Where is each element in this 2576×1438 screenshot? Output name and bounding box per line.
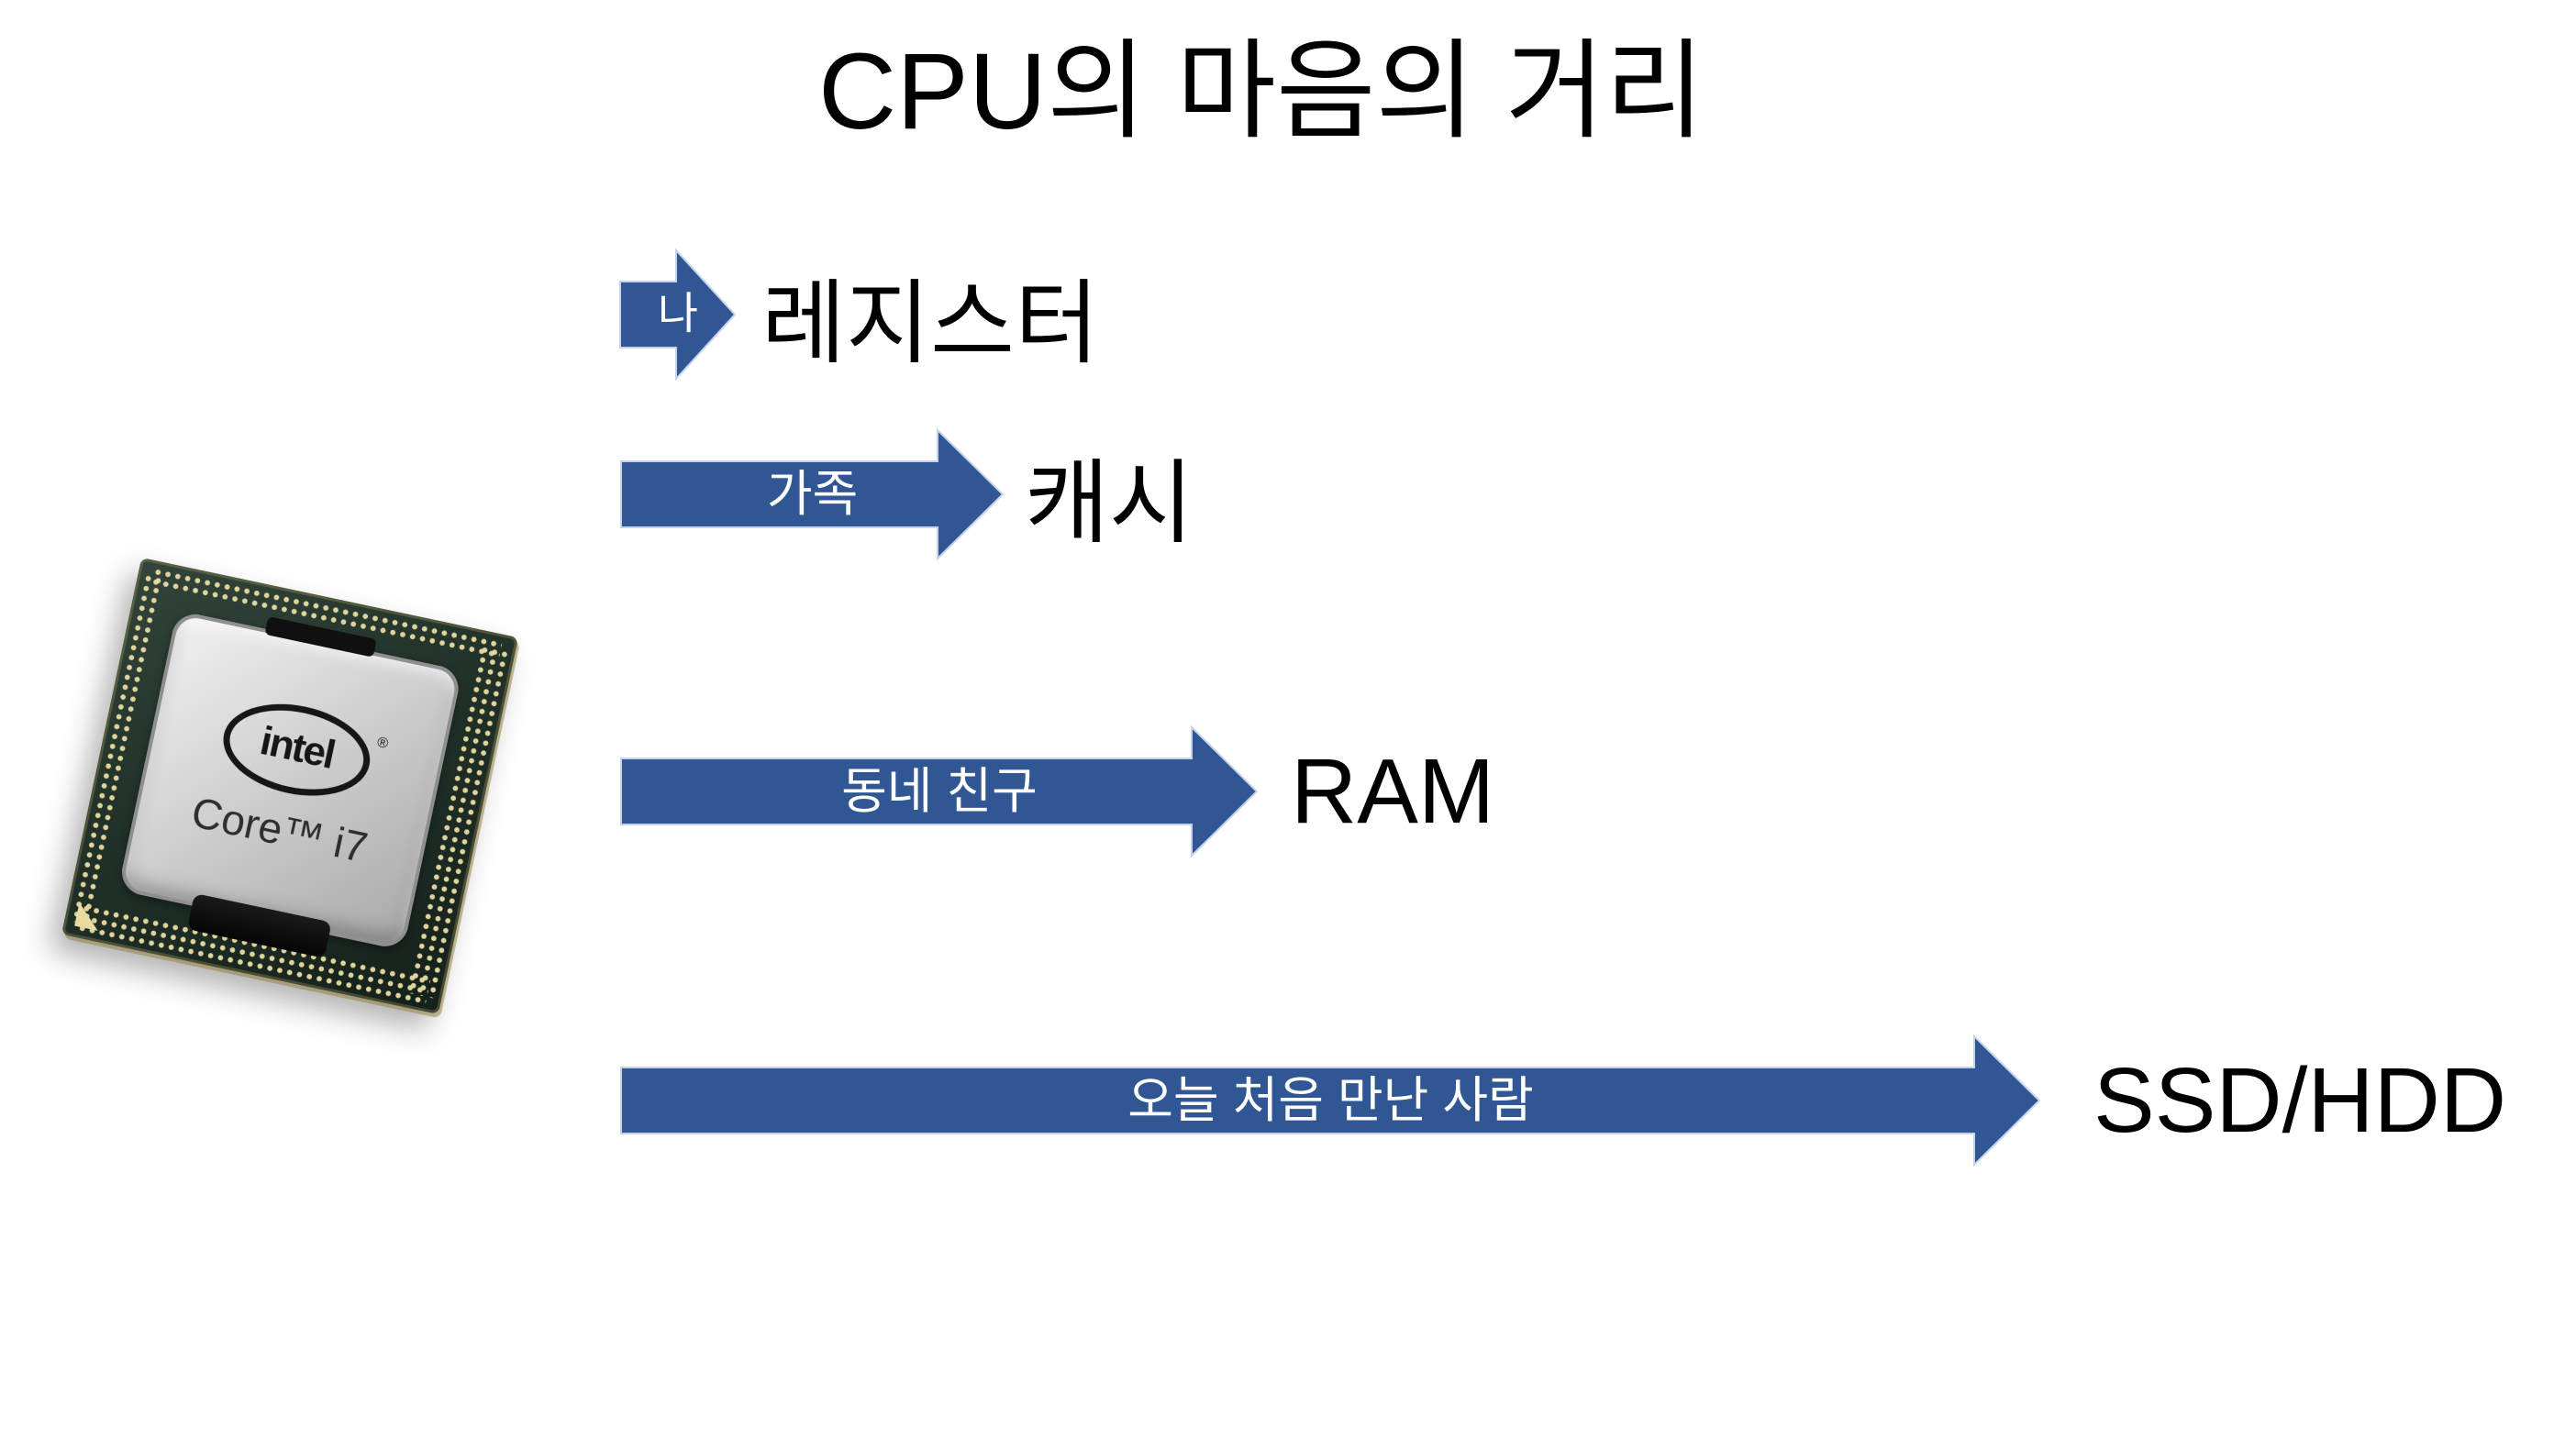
page-title: CPU의 마음의 거리 xyxy=(817,31,1705,152)
right-arrow-icon xyxy=(619,249,737,381)
right-arrow-icon xyxy=(620,428,1005,560)
registered-trademark-icon: ® xyxy=(375,734,390,753)
arrow-ram: 동네 친구 xyxy=(620,725,1259,857)
cpu-corner-mark xyxy=(74,902,103,931)
level-ram: RAM xyxy=(1291,739,1495,843)
cpu-model-text: Core™ i7 xyxy=(187,788,372,872)
right-arrow-icon xyxy=(620,725,1259,857)
cpu-photo: intel ® Core™ i7 xyxy=(61,557,519,1015)
cpu-heat-spreader: intel ® Core™ i7 xyxy=(117,610,463,958)
level-ssd-hdd: SSD/HDD xyxy=(2093,1048,2507,1152)
intel-logo-text: intel xyxy=(256,717,339,778)
arrow-cache: 가족 xyxy=(620,428,1005,560)
arrow-ssd-hdd: 오늘 처음 만난 사람 xyxy=(620,1034,2041,1167)
right-arrow-icon xyxy=(620,1034,2041,1167)
cpu-pcb: intel ® Core™ i7 xyxy=(61,557,519,1015)
arrow-register: 나 xyxy=(619,249,737,381)
intel-logo: intel ® xyxy=(215,691,390,809)
level-cache: 캐시 xyxy=(1025,451,1194,555)
level-register: 레지스터 xyxy=(761,271,1099,375)
